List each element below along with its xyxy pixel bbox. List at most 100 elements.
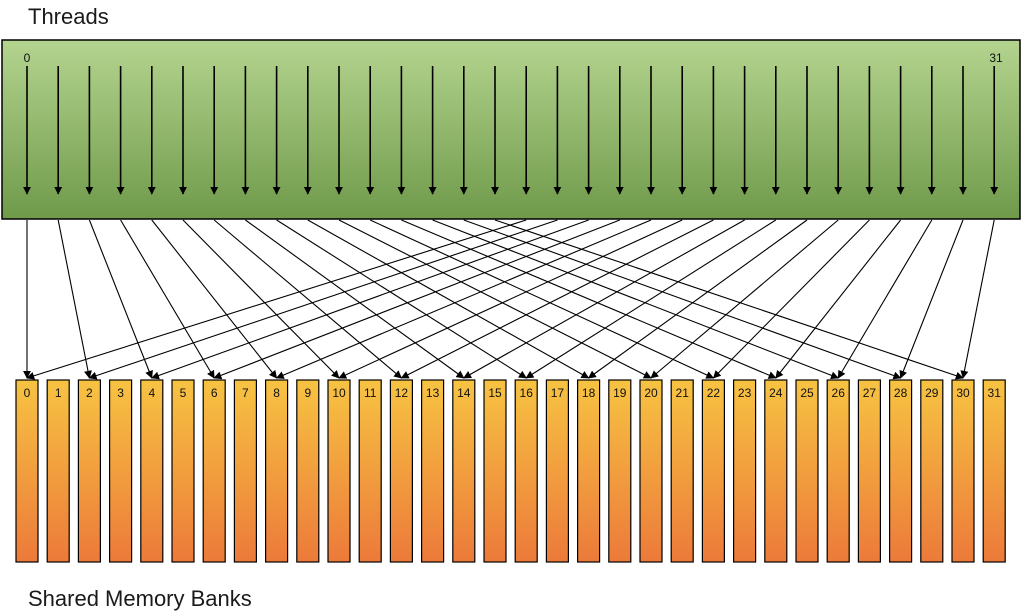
memory-bank-label: 14	[457, 386, 471, 400]
memory-bank-box	[358, 379, 382, 563]
mapping-arrow-thread-17	[88, 219, 558, 380]
memory-bank-19: 19	[608, 379, 632, 563]
memory-bank-label: 4	[148, 386, 155, 400]
memory-bank-25: 25	[795, 379, 819, 563]
memory-bank-label: 7	[242, 386, 249, 400]
memory-bank-box	[732, 379, 757, 563]
threads-box	[1, 39, 1021, 220]
memory-bank-box	[826, 379, 850, 563]
memory-bank-box	[670, 379, 694, 563]
memory-bank-box	[77, 379, 102, 563]
memory-bank-box	[639, 379, 663, 563]
memory-bank-29: 29	[920, 379, 944, 563]
mapping-arrow-thread-20	[275, 219, 652, 379]
memory-bank-label: 25	[800, 386, 814, 400]
mapping-arrow-thread-14	[463, 219, 902, 380]
memory-bank-18: 18	[576, 379, 601, 563]
memory-bank-box	[920, 379, 944, 563]
memory-bank-box	[795, 379, 819, 563]
memory-bank-27: 27	[857, 379, 882, 563]
mapping-arrow-thread-7	[245, 219, 465, 379]
memory-bank-5: 5	[171, 379, 195, 563]
memory-bank-label: 8	[273, 386, 280, 400]
memory-bank-30: 30	[951, 379, 975, 563]
memory-bank-box	[764, 379, 788, 563]
memory-bank-box	[46, 379, 70, 563]
memory-bank-box	[452, 379, 476, 563]
mapping-arrow-thread-23	[463, 219, 745, 379]
thread-last-label: 31	[989, 51, 1003, 65]
memory-bank-label: 19	[613, 386, 627, 400]
mapping-arrow-thread-26	[650, 219, 839, 379]
memory-bank-label: 1	[55, 386, 62, 400]
memory-bank-label: 9	[304, 386, 311, 400]
memory-bank-label: 0	[24, 386, 31, 400]
memory-bank-31: 31	[982, 379, 1006, 563]
memory-bank-22: 22	[701, 379, 726, 563]
memory-bank-28: 28	[888, 379, 913, 563]
memory-bank-label: 21	[676, 386, 690, 400]
memory-bank-box	[608, 379, 632, 563]
memory-bank-label: 3	[117, 386, 124, 400]
memory-bank-24: 24	[764, 379, 788, 563]
memory-bank-7: 7	[233, 379, 257, 563]
mapping-arrow-thread-6	[213, 219, 403, 379]
mapping-arrow-thread-11	[369, 219, 715, 379]
memory-bank-13: 13	[421, 379, 445, 563]
memory-bank-label: 20	[644, 386, 658, 400]
memory-bank-label: 15	[488, 386, 502, 400]
memory-bank-16: 16	[514, 379, 538, 563]
memory-bank-box	[233, 379, 257, 563]
memory-bank-4: 4	[140, 379, 164, 563]
memory-bank-17: 17	[545, 379, 570, 563]
memory-bank-label: 6	[211, 386, 218, 400]
memory-bank-label: 17	[551, 386, 565, 400]
memory-bank-box	[982, 379, 1006, 563]
memory-bank-box	[265, 379, 289, 563]
memory-bank-box	[483, 379, 507, 563]
memory-bank-label: 30	[956, 386, 970, 400]
memory-bank-12: 12	[389, 379, 413, 563]
memory-bank-20: 20	[639, 379, 663, 563]
memory-bank-label: 23	[738, 386, 752, 400]
memory-bank-box	[15, 379, 39, 563]
memory-bank-label: 31	[988, 386, 1002, 400]
memory-bank-box	[888, 379, 913, 563]
mapping-arrow-thread-27	[712, 219, 870, 379]
threads-title: Threads	[28, 4, 109, 29]
memory-bank-box	[108, 379, 133, 563]
memory-bank-box	[171, 379, 195, 563]
memory-bank-box	[857, 379, 882, 563]
mapping-arrow-thread-3	[120, 219, 215, 379]
mapping-arrow-thread-15	[494, 219, 964, 380]
memory-bank-label: 29	[925, 386, 939, 400]
memory-bank-14: 14	[452, 379, 476, 563]
memory-bank-6: 6	[202, 379, 226, 563]
memory-bank-21: 21	[670, 379, 694, 563]
memory-bank-2: 2	[77, 379, 102, 563]
mapping-arrow-thread-25	[587, 219, 808, 379]
memory-bank-box	[327, 379, 351, 563]
memory-bank-box	[951, 379, 975, 563]
mapping-arrow-thread-24	[525, 219, 777, 379]
mapping-arrow-thread-31	[960, 219, 995, 379]
memory-bank-9: 9	[296, 379, 320, 563]
thread-first-label: 0	[24, 51, 31, 65]
mapping-arrow-thread-18	[151, 219, 589, 380]
memory-bank-box	[421, 379, 445, 563]
mapping-arrow-thread-8	[276, 219, 527, 379]
memory-bank-label: 26	[832, 386, 846, 400]
thread-to-bank-arrows	[23, 219, 995, 380]
memory-bank-label: 27	[863, 386, 877, 400]
memory-bank-box	[202, 379, 226, 563]
mapping-arrow-thread-30	[899, 219, 964, 379]
memory-bank-label: 5	[180, 386, 187, 400]
memory-bank-8: 8	[265, 379, 289, 563]
mapping-arrow-thread-21	[338, 219, 683, 379]
memory-bank-label: 10	[332, 386, 346, 400]
memory-bank-label: 13	[426, 386, 440, 400]
mapping-arrow-thread-13	[432, 219, 839, 380]
mapping-arrow-thread-19	[213, 219, 620, 380]
